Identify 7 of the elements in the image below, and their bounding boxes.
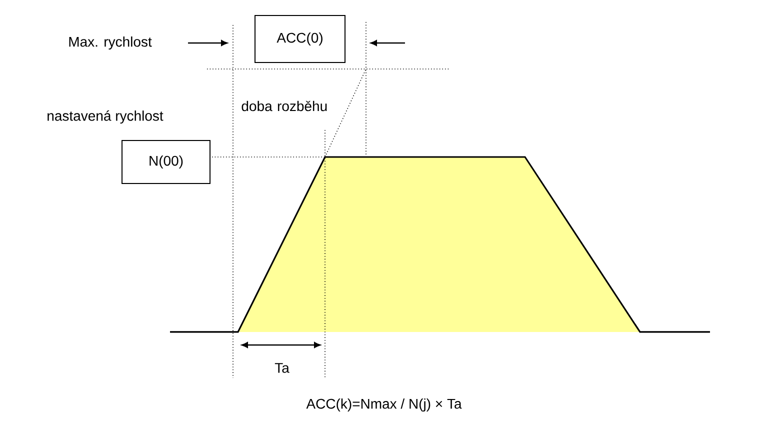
label-text: ACC(k)=Nmax / N(j) × Ta <box>306 398 462 412</box>
label-text: doba rozběhu <box>242 100 327 112</box>
value-box: ACC(0) <box>254 15 346 63</box>
label-text: nastavená rychlost <box>48 110 164 124</box>
value-box: N(00) <box>122 140 210 184</box>
label-text: Max. rychlost <box>69 36 152 50</box>
label-text: Ta <box>274 363 290 373</box>
